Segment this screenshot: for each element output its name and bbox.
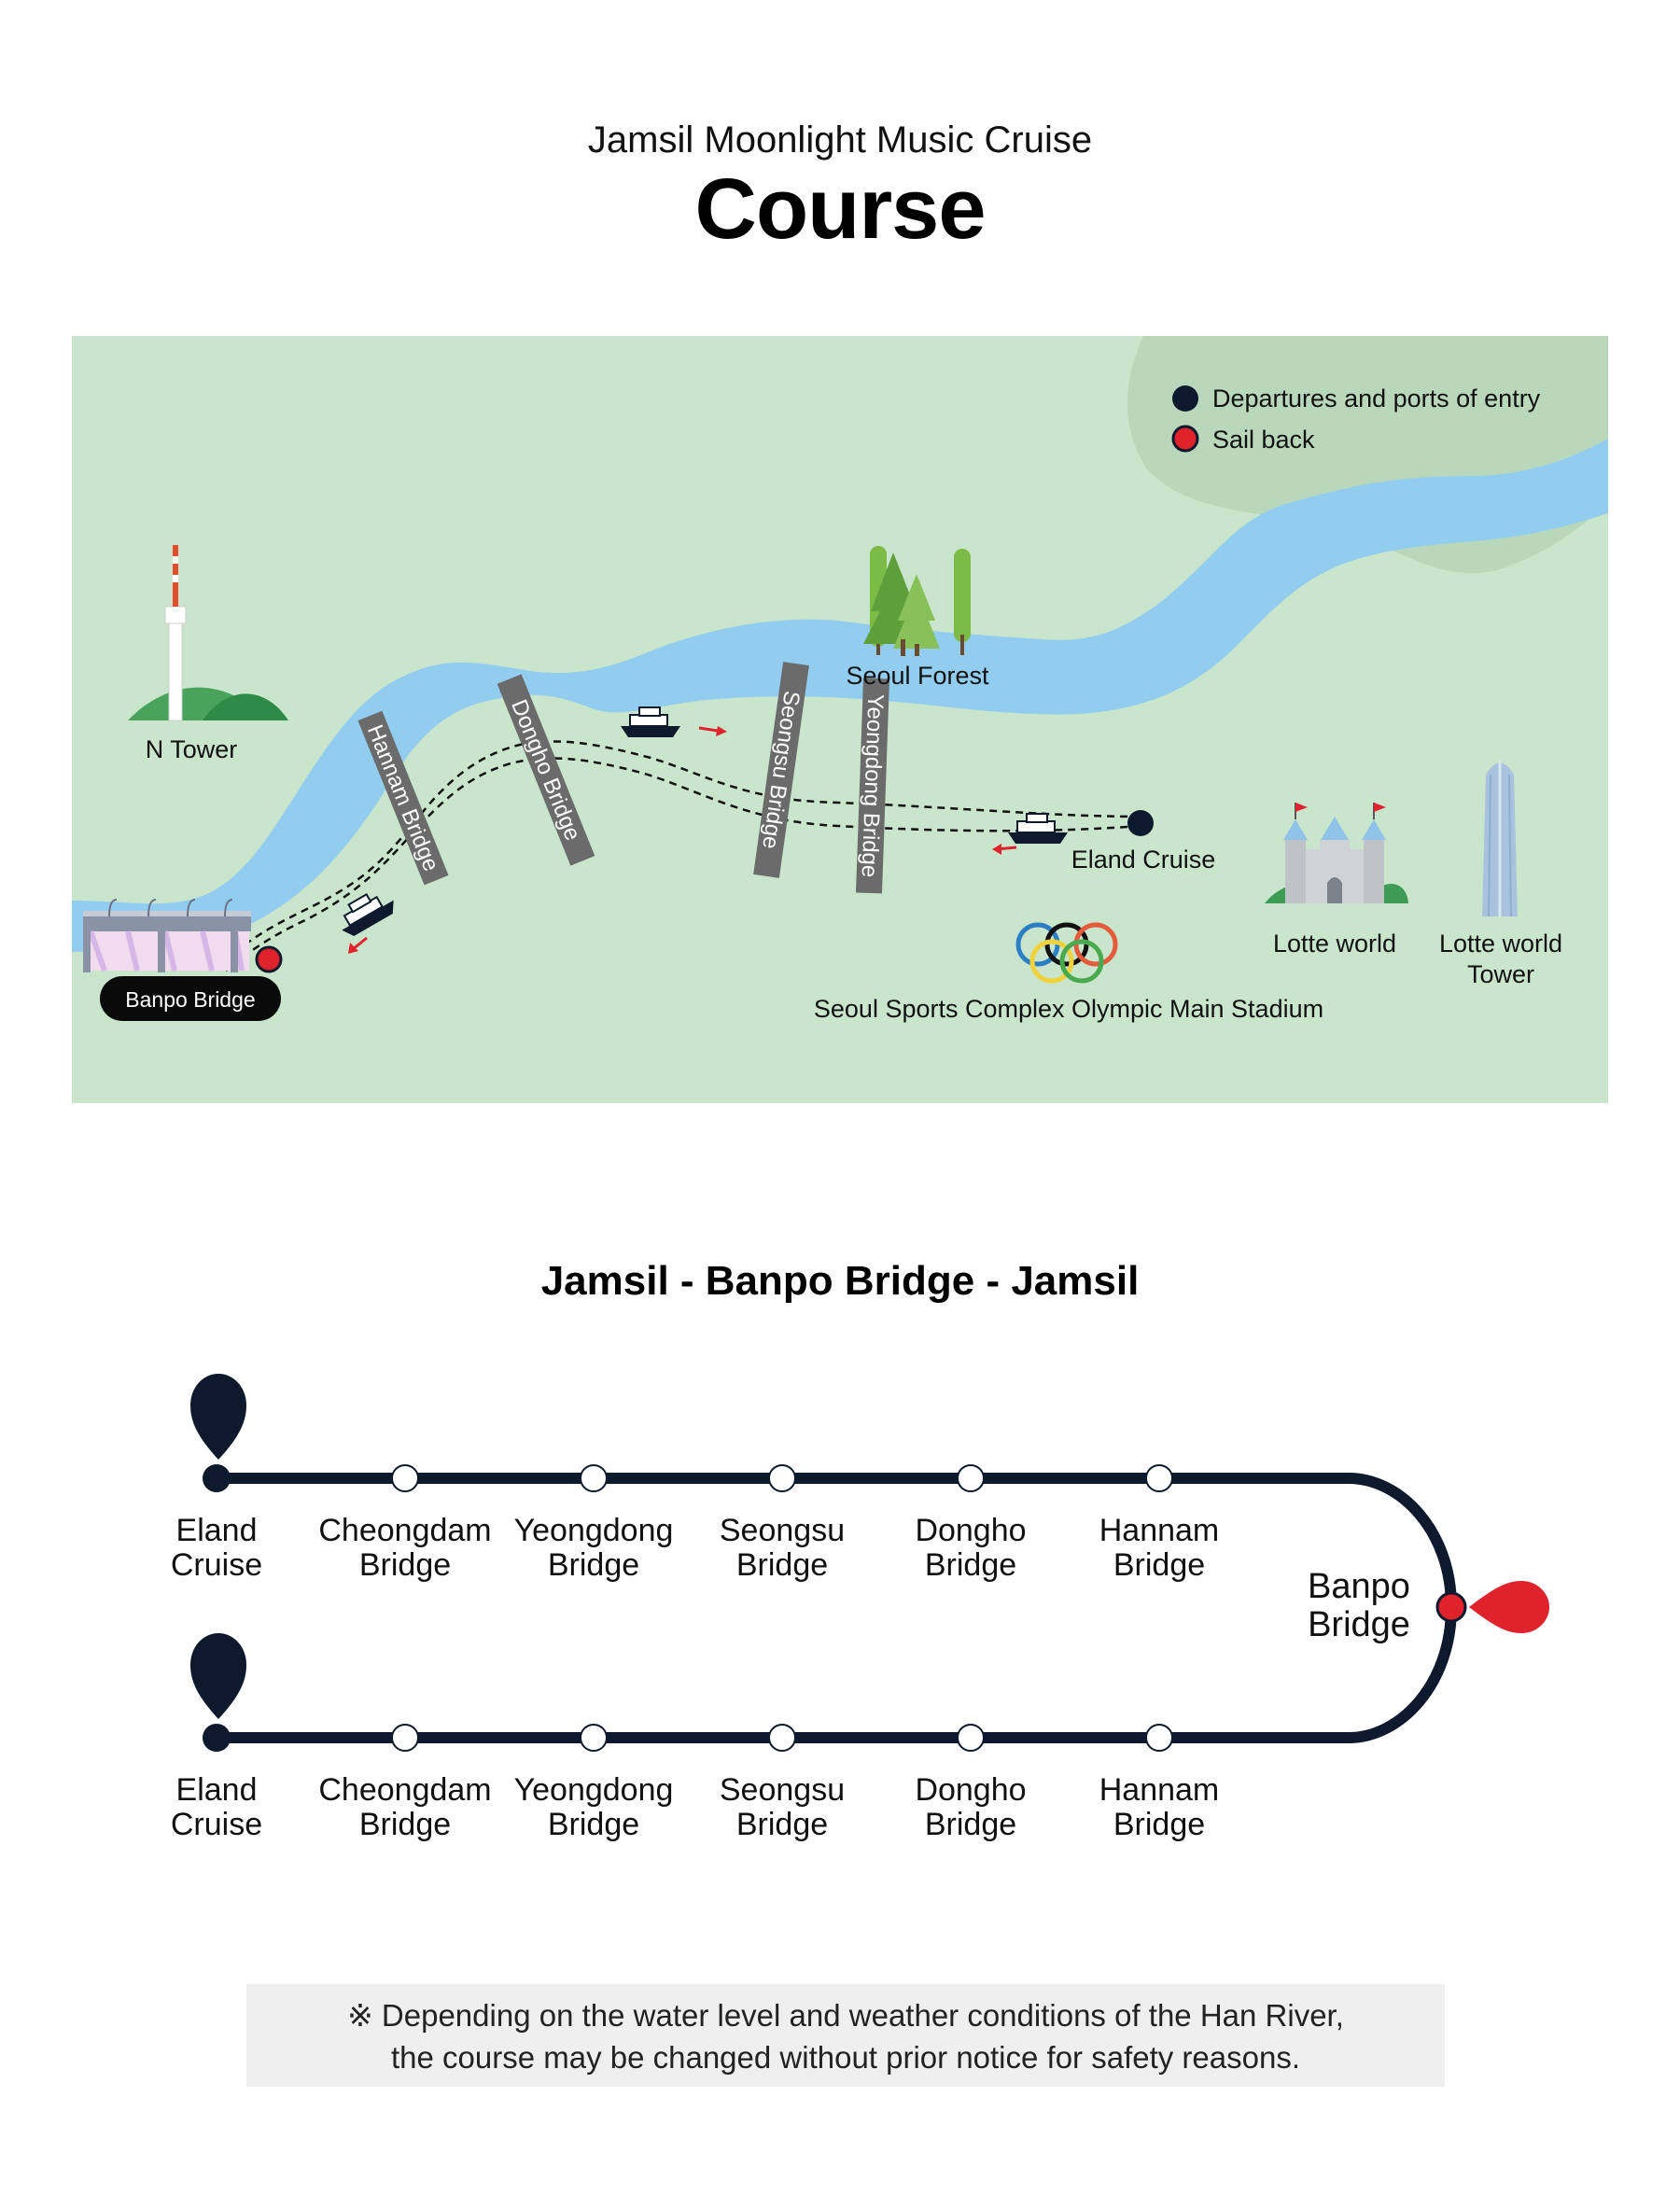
stop-label-cheongdam-bottom-1: Cheongdam bbox=[318, 1772, 491, 1808]
stop-label-eland-bottom-2: Cruise bbox=[171, 1807, 262, 1842]
top-stops: Eland Cruise Cheongdam Bridge Yeongdong … bbox=[171, 1374, 1219, 1583]
seoul-forest-label: Seoul Forest bbox=[846, 662, 989, 690]
stop-dot-banpo bbox=[1435, 1591, 1467, 1623]
stop-dot-cheongdam-bottom bbox=[391, 1724, 419, 1752]
eland-cruise-label: Eland Cruise bbox=[1071, 846, 1216, 874]
stop-label-cheongdam-bottom-2: Bridge bbox=[359, 1807, 451, 1842]
route-outbound-line bbox=[220, 740, 1141, 964]
stop-label-yeongdong-bottom-2: Bridge bbox=[548, 1807, 639, 1842]
stop-dot-hannam-top bbox=[1145, 1464, 1173, 1492]
notice-line-1: ※ Depending on the water level and weath… bbox=[347, 1998, 1344, 2033]
location-pin-icon bbox=[190, 1633, 246, 1719]
stop-dot-yeongdong-bottom bbox=[580, 1724, 608, 1752]
lotte-world-tower-label-1: Lotte world bbox=[1439, 930, 1562, 958]
stop-label-seongsu-bottom-2: Bridge bbox=[736, 1807, 828, 1842]
n-tower-label: N Tower bbox=[146, 735, 238, 763]
stop-label-dongho-bottom-1: Dongho bbox=[915, 1772, 1026, 1808]
olympic-rings-icon bbox=[1015, 922, 1118, 984]
stop-label-dongho-top-1: Dongho bbox=[915, 1513, 1026, 1548]
stop-label-eland-top-1: Eland bbox=[176, 1513, 258, 1548]
boat-icon bbox=[621, 706, 680, 737]
stop-dot-yeongdong-top bbox=[580, 1464, 608, 1492]
stop-label-yeongdong-bottom-1: Yeongdong bbox=[514, 1772, 674, 1808]
stop-dot-seongsu-top bbox=[768, 1464, 796, 1492]
legend-sailback-label: Sail back bbox=[1212, 426, 1315, 454]
stop-dot-dongho-top bbox=[957, 1464, 985, 1492]
banpo-bridge-illustration bbox=[83, 899, 251, 972]
stop-label-seongsu-bottom-1: Seongsu bbox=[720, 1772, 845, 1808]
stop-label-hannam-bottom-2: Bridge bbox=[1113, 1807, 1205, 1842]
stop-label-hannam-bottom-1: Hannam bbox=[1099, 1772, 1220, 1808]
bottom-stops: Eland Cruise Cheongdam Bridge Yeongdong … bbox=[171, 1633, 1219, 1842]
n-tower-illustration bbox=[128, 545, 288, 721]
turnaround-banpo: Banpo Bridge bbox=[1308, 1567, 1549, 1644]
lotte-world-tower-label-2: Tower bbox=[1467, 960, 1534, 988]
page-title: Course bbox=[694, 161, 987, 257]
safety-notice: ※ Depending on the water level and weath… bbox=[246, 1984, 1445, 2087]
legend-sailback-dot bbox=[1171, 425, 1199, 453]
notice-line-2: the course may be changed without prior … bbox=[390, 2040, 1301, 2075]
stop-label-cheongdam-top-2: Bridge bbox=[359, 1547, 451, 1583]
stop-label-eland-top-2: Cruise bbox=[171, 1547, 262, 1583]
seoul-forest-illustration bbox=[863, 546, 971, 656]
stop-dot-hannam-bottom bbox=[1145, 1724, 1173, 1752]
stop-label-cheongdam-top-1: Cheongdam bbox=[318, 1513, 491, 1548]
page-subtitle: Jamsil Moonlight Music Cruise bbox=[587, 119, 1093, 161]
bottom-start-pin bbox=[190, 1633, 246, 1752]
course-map: Hannam Bridge Dongho Bridge Seongsu Brid… bbox=[72, 336, 1608, 1103]
banpo-bridge-tag bbox=[100, 976, 281, 1021]
route-diagram: Eland Cruise Cheongdam Bridge Yeongdong … bbox=[171, 1374, 1549, 1842]
olympic-stadium-label: Seoul Sports Complex Olympic Main Stadiu… bbox=[814, 995, 1323, 1023]
stop-label-seongsu-top-1: Seongsu bbox=[720, 1513, 845, 1548]
legend-departure-label: Departures and ports of entry bbox=[1212, 384, 1541, 412]
lotte-world-castle-illustration bbox=[1265, 803, 1408, 903]
stop-dot-cheongdam-top bbox=[391, 1464, 419, 1492]
map-legend: Departures and ports of entry Sail back bbox=[1171, 384, 1541, 454]
stop-dot-seongsu-bottom bbox=[768, 1724, 796, 1752]
location-pin-icon bbox=[190, 1374, 246, 1460]
lotte-world-label: Lotte world bbox=[1273, 930, 1396, 958]
stop-dot-dongho-bottom bbox=[957, 1724, 985, 1752]
stop-label-dongho-bottom-2: Bridge bbox=[925, 1807, 1016, 1842]
stop-dot-eland-bottom bbox=[203, 1724, 231, 1752]
stop-label-banpo-1: Banpo bbox=[1308, 1567, 1410, 1606]
stop-label-seongsu-top-2: Bridge bbox=[736, 1547, 828, 1583]
banpo-sailback-dot bbox=[255, 945, 283, 973]
stop-dot-eland-top bbox=[203, 1464, 231, 1492]
stop-label-yeongdong-top-1: Yeongdong bbox=[514, 1513, 674, 1548]
banpo-bridge-label: Banpo Bridge bbox=[125, 987, 255, 1012]
stop-label-banpo-2: Bridge bbox=[1308, 1605, 1410, 1644]
stop-label-yeongdong-top-2: Bridge bbox=[548, 1547, 639, 1583]
han-river bbox=[72, 439, 1608, 952]
lotte-world-tower-illustration bbox=[1482, 761, 1518, 917]
top-start-pin bbox=[190, 1374, 246, 1492]
stop-label-hannam-top-1: Hannam bbox=[1099, 1513, 1220, 1548]
location-pin-red-icon bbox=[1469, 1581, 1549, 1633]
stop-label-hannam-top-2: Bridge bbox=[1113, 1547, 1205, 1583]
boat-icon bbox=[1008, 813, 1068, 844]
eland-cruise-port-dot bbox=[1127, 810, 1154, 836]
stop-label-eland-bottom-1: Eland bbox=[176, 1772, 258, 1808]
legend-departure-dot bbox=[1172, 385, 1198, 412]
stop-label-dongho-top-2: Bridge bbox=[925, 1547, 1016, 1583]
route-title: Jamsil - Banpo Bridge - Jamsil bbox=[540, 1258, 1140, 1304]
boat-icon bbox=[342, 892, 394, 937]
